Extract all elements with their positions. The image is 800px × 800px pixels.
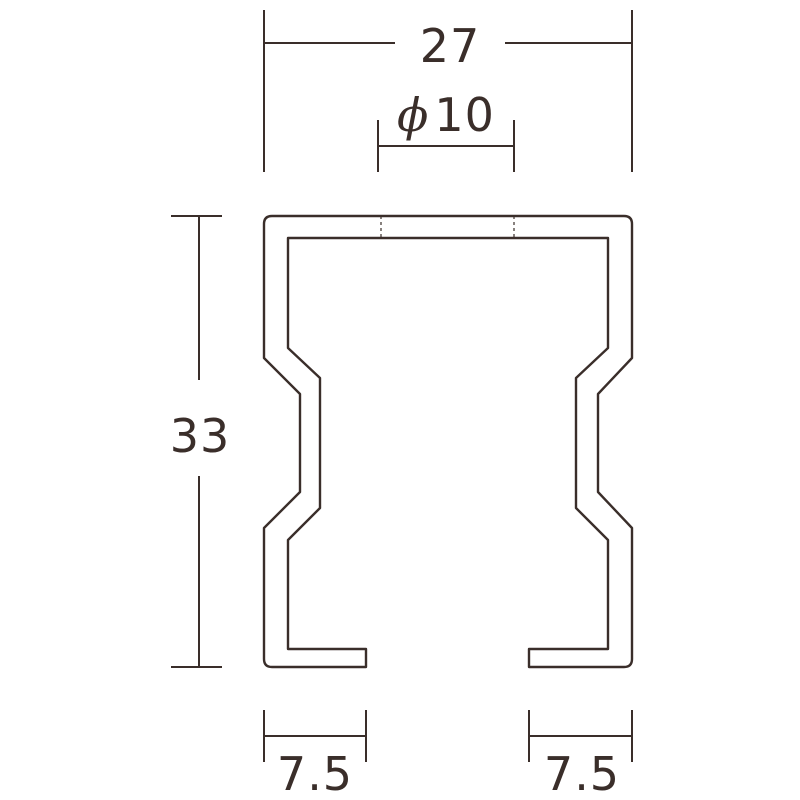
diameter-symbol: ϕ [397,88,428,142]
width-label: 27 [420,19,481,73]
hole-diameter-value: 10 [434,88,495,142]
height-label: 33 [170,409,231,463]
profile-outer-contour [262,214,634,669]
left-opening-label: 7.5 [277,747,353,800]
right-opening-label: 7.5 [544,747,620,800]
